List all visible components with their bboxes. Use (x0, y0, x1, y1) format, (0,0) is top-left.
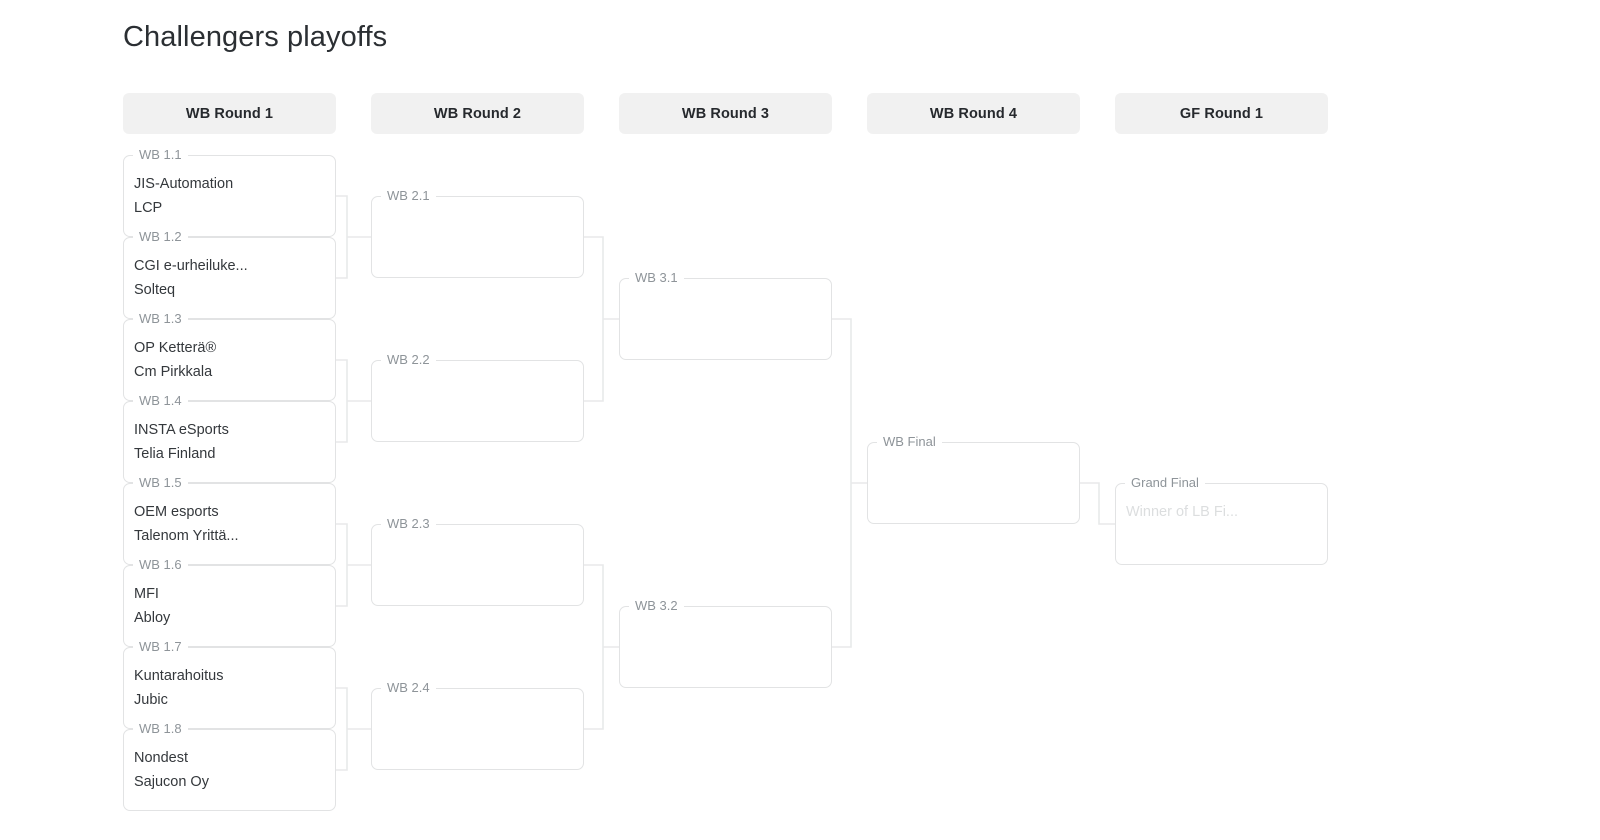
match-card-wb-3-2[interactable]: WB 3.2 (619, 598, 832, 688)
round-header-wb-round-4: WB Round 4 (867, 93, 1080, 134)
team-slot[interactable]: OEM esports (134, 504, 219, 520)
match-label: WB 1.4 (133, 393, 188, 409)
round-header-wb-round-3: WB Round 3 (619, 93, 832, 134)
match-card-wb-2-1[interactable]: WB 2.1 (371, 188, 584, 278)
match-label: WB 1.3 (133, 311, 188, 327)
match-label: WB 3.2 (629, 598, 684, 614)
team-slot[interactable]: OP Ketterä® (134, 340, 217, 356)
match-card-wb-1-2[interactable]: WB 1.2 CGI e-urheiluke... Solteq (123, 229, 336, 319)
match-card-wb-final[interactable]: WB Final (867, 434, 1080, 524)
match-label: Grand Final (1125, 475, 1205, 491)
match-card-wb-1-8[interactable]: WB 1.8 Nondest Sajucon Oy (123, 721, 336, 811)
round-header-label: WB Round 4 (929, 105, 1018, 122)
match-body: JIS-Automation LCP (124, 156, 335, 220)
round-header-label: WB Round 2 (433, 105, 522, 122)
match-label: WB 1.5 (133, 475, 188, 491)
match-card-wb-3-1[interactable]: WB 3.1 (619, 270, 832, 360)
team-slot[interactable]: JIS-Automation (134, 176, 234, 192)
round-header-label: GF Round 1 (1179, 105, 1264, 122)
team-slot[interactable]: Nondest (134, 750, 189, 766)
page-title: Challengers playoffs (123, 21, 388, 54)
match-label: WB 2.1 (381, 188, 436, 204)
match-card-wb-1-4[interactable]: WB 1.4 INSTA eSports Telia Finland (123, 393, 336, 483)
match-label: WB 1.7 (133, 639, 188, 655)
team-slot[interactable]: Jubic (134, 692, 168, 708)
round-header-label: WB Round 3 (681, 105, 770, 122)
team-slot[interactable]: INSTA eSports (134, 422, 229, 438)
match-label: WB Final (877, 434, 942, 450)
match-body: Kuntarahoitus Jubic (124, 648, 335, 712)
match-body: Nondest Sajucon Oy (124, 730, 335, 794)
team-slot[interactable]: Sajucon Oy (134, 774, 209, 790)
team-slot[interactable]: MFI (134, 586, 159, 602)
match-body: OP Ketterä® Cm Pirkkala (124, 320, 335, 384)
match-card-wb-1-7[interactable]: WB 1.7 Kuntarahoitus Jubic (123, 639, 336, 729)
round-header-gf-round-1: GF Round 1 (1115, 93, 1328, 134)
match-card-wb-2-3[interactable]: WB 2.3 (371, 516, 584, 606)
match-label: WB 2.4 (381, 680, 436, 696)
team-slot[interactable]: Cm Pirkkala (134, 364, 213, 380)
match-label: WB 1.1 (133, 147, 188, 163)
match-label: WB 2.2 (381, 352, 436, 368)
match-card-grand-final[interactable]: Grand Final Winner of LB Fi... (1115, 475, 1328, 565)
match-body: OEM esports Talenom Yrittä... (124, 484, 335, 548)
team-slot[interactable]: Telia Finland (134, 446, 216, 462)
match-card-wb-1-3[interactable]: WB 1.3 OP Ketterä® Cm Pirkkala (123, 311, 336, 401)
round-header-wb-round-2: WB Round 2 (371, 93, 584, 134)
match-label: WB 1.2 (133, 229, 188, 245)
team-slot[interactable]: LCP (134, 200, 163, 216)
match-label: WB 1.6 (133, 557, 188, 573)
match-label: WB 2.3 (381, 516, 436, 532)
team-slot[interactable]: Abloy (134, 610, 171, 626)
match-label: WB 1.8 (133, 721, 188, 737)
match-card-wb-2-2[interactable]: WB 2.2 (371, 352, 584, 442)
match-body: INSTA eSports Telia Finland (124, 402, 335, 466)
match-card-wb-1-5[interactable]: WB 1.5 OEM esports Talenom Yrittä... (123, 475, 336, 565)
match-card-wb-1-1[interactable]: WB 1.1 JIS-Automation LCP (123, 147, 336, 237)
team-slot[interactable]: Talenom Yrittä... (134, 528, 239, 544)
round-header-wb-round-1: WB Round 1 (123, 93, 336, 134)
team-slot[interactable]: CGI e-urheiluke... (134, 258, 248, 274)
team-slot[interactable]: Kuntarahoitus (134, 668, 224, 684)
team-slot-placeholder[interactable]: Winner of LB Fi... (1126, 504, 1239, 520)
match-body: MFI Abloy (124, 566, 335, 630)
match-card-wb-2-4[interactable]: WB 2.4 (371, 680, 584, 770)
match-card-wb-1-6[interactable]: WB 1.6 MFI Abloy (123, 557, 336, 647)
match-label: WB 3.1 (629, 270, 684, 286)
match-body: CGI e-urheiluke... Solteq (124, 238, 335, 302)
team-slot[interactable]: Solteq (134, 282, 176, 298)
round-header-label: WB Round 1 (185, 105, 274, 122)
